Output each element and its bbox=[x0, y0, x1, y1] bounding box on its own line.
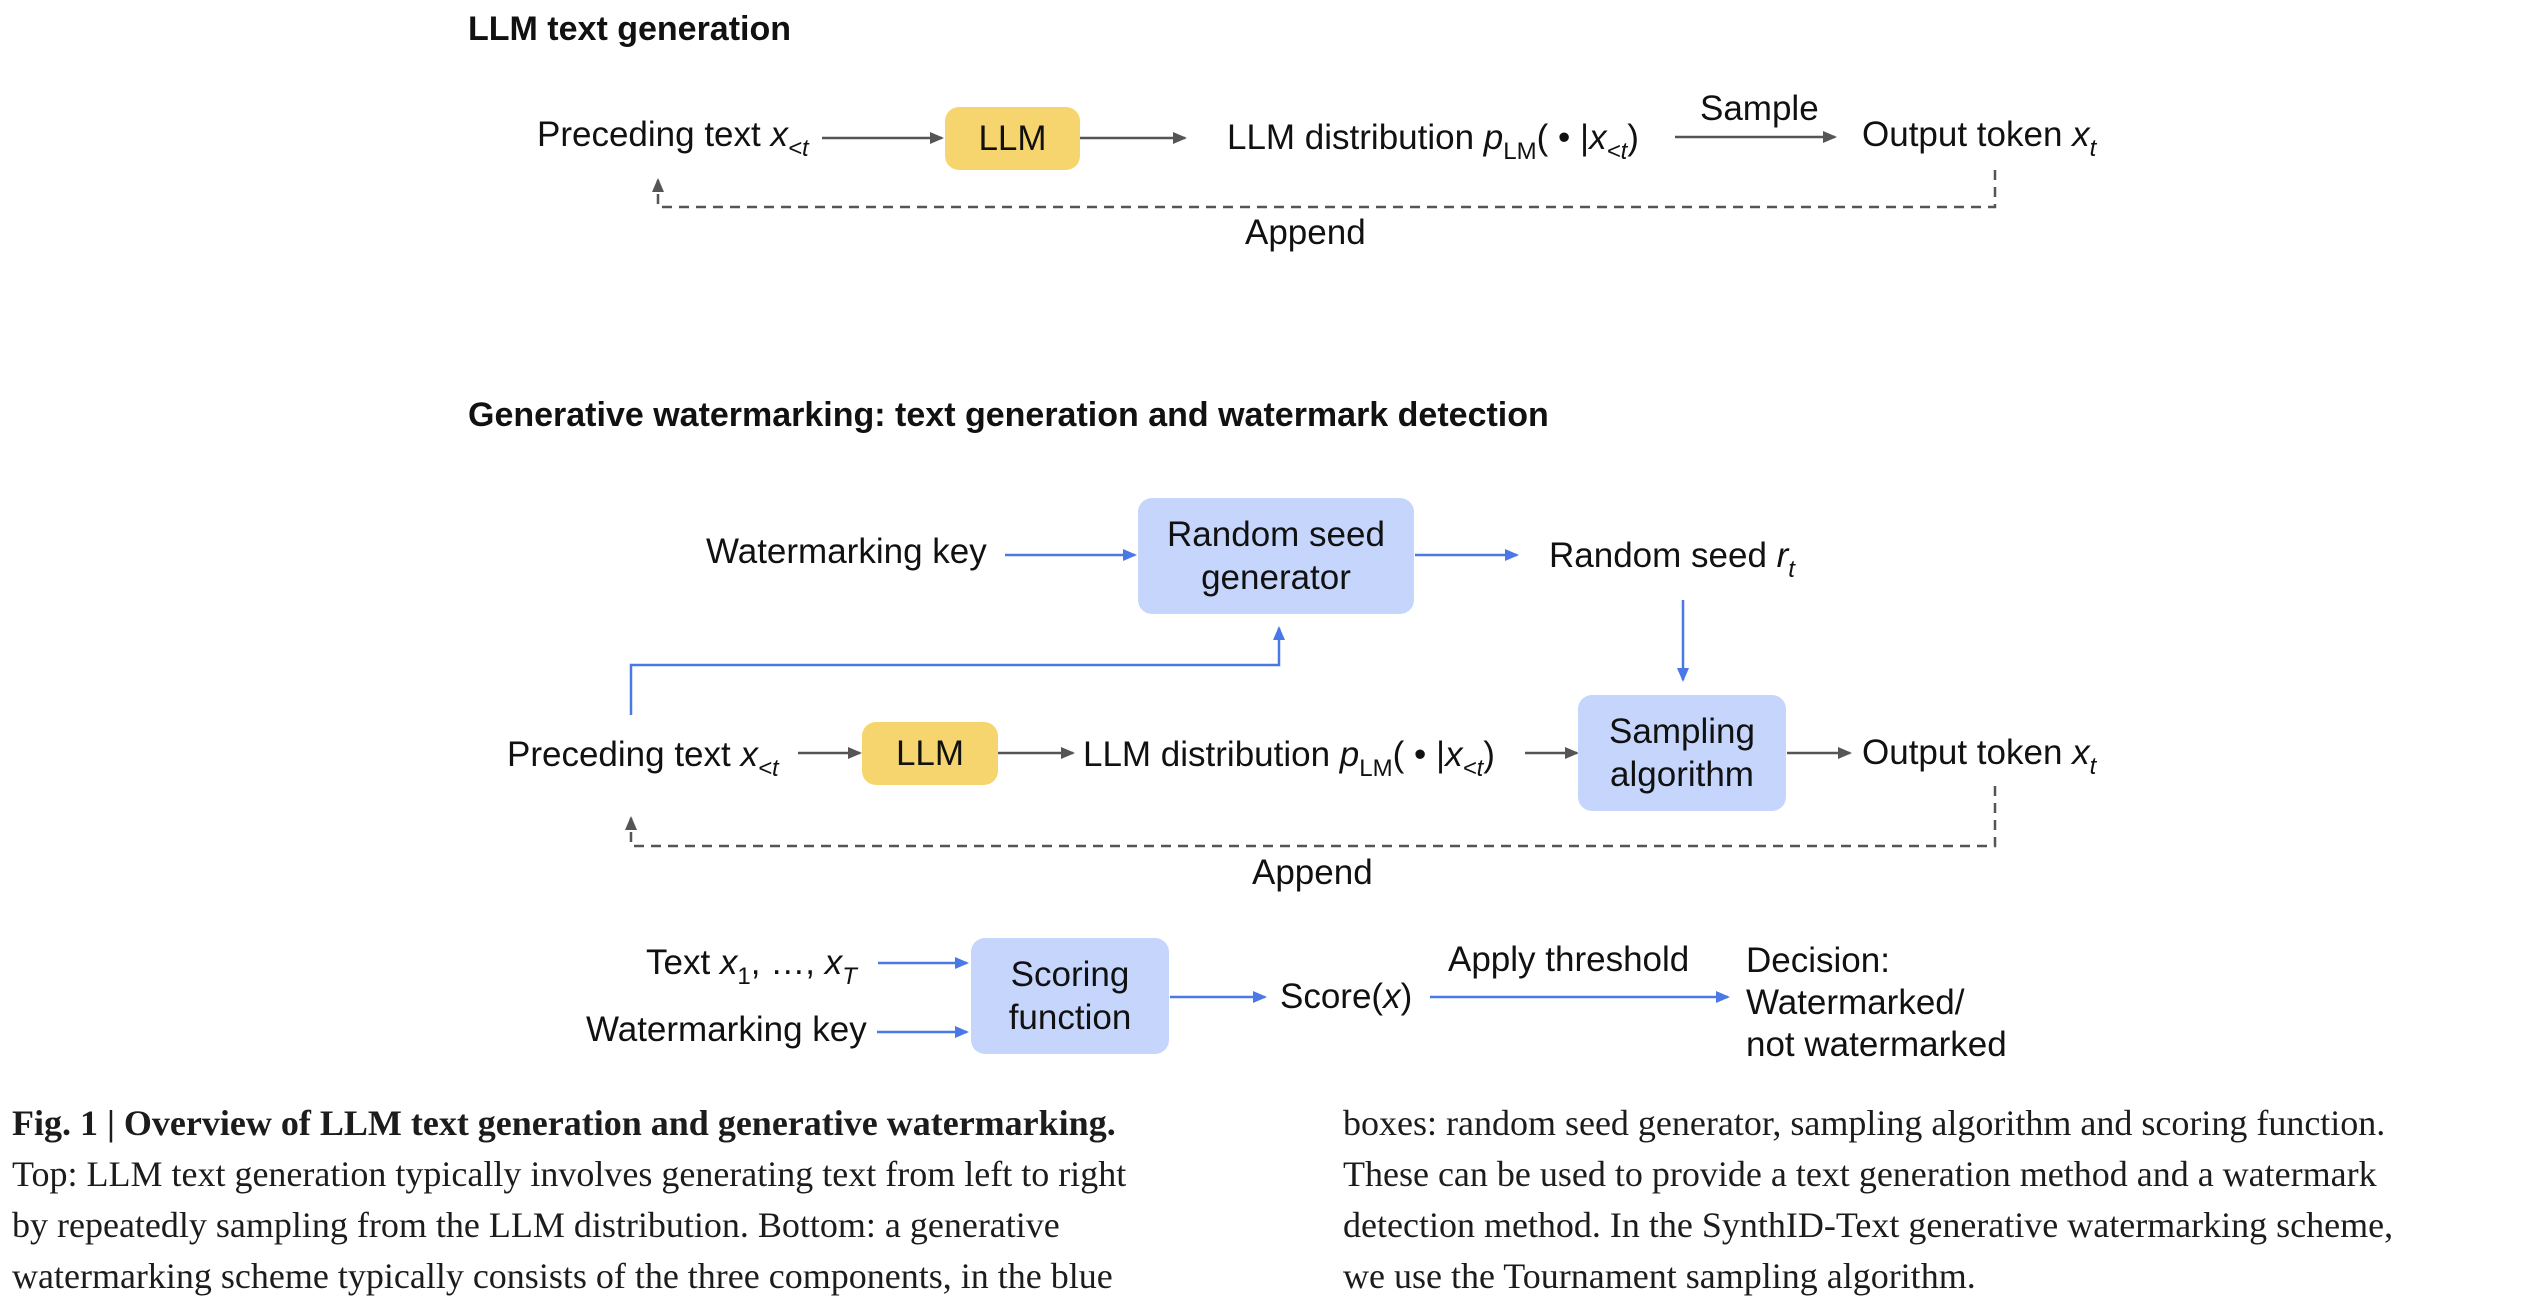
random-seed: Random seed rt bbox=[1549, 536, 1795, 590]
top-distribution-sub-t: <t bbox=[1606, 138, 1628, 165]
detection-x1: x bbox=[719, 943, 738, 982]
detection-ellipsis: , …, bbox=[750, 943, 825, 982]
caption-right-line: we use the Tournament sampling algorithm… bbox=[1343, 1256, 1976, 1296]
sampling-algorithm-box: Sampling algorithm bbox=[1578, 695, 1786, 811]
bottom-output-label: Output token bbox=[1862, 733, 2073, 772]
score-x: x bbox=[1383, 977, 1401, 1016]
top-distribution-label: LLM distribution bbox=[1227, 118, 1484, 157]
bottom-distribution-dot: ( • | bbox=[1392, 735, 1446, 774]
caption-right-column: boxes: random seed generator, sampling a… bbox=[1343, 1098, 2523, 1302]
top-distribution-dot: ( • | bbox=[1536, 118, 1590, 157]
top-output-x: x bbox=[2072, 115, 2090, 154]
top-preceding-sub: <t bbox=[787, 135, 809, 162]
watermarking-key-detection: Watermarking key bbox=[586, 1010, 867, 1049]
bottom-distribution-sub-t: <t bbox=[1462, 755, 1484, 782]
top-output-token: Output token xt bbox=[1862, 115, 2096, 169]
bottom-llm-distribution: LLM distribution pLM( • |x<t) bbox=[1083, 735, 1495, 789]
caption-left-column: Fig. 1 | Overview of LLM text generation… bbox=[12, 1098, 1302, 1302]
bottom-preceding-text: Preceding text x<t bbox=[507, 735, 779, 789]
decision-block: Decision: Watermarked/ not watermarked bbox=[1746, 940, 2007, 1066]
watermarking-key-top: Watermarking key bbox=[706, 532, 987, 571]
decision-line-2: Watermarked/ bbox=[1746, 983, 1965, 1022]
bottom-distribution-p: p bbox=[1339, 735, 1360, 774]
sampling-algorithm-label: Sampling algorithm bbox=[1609, 712, 1755, 794]
bottom-output-token: Output token xt bbox=[1862, 733, 2096, 787]
score-close: ) bbox=[1400, 977, 1413, 1016]
arrow-top-append bbox=[652, 170, 1997, 209]
arrow-preceding-to-seed-generator bbox=[629, 626, 1285, 715]
bottom-distribution-sub-lm: LM bbox=[1359, 755, 1393, 782]
top-llm-box: LLM bbox=[945, 107, 1080, 170]
top-output-label: Output token bbox=[1862, 115, 2073, 154]
top-append-label: Append bbox=[1245, 213, 1366, 252]
top-heading: LLM text generation bbox=[468, 10, 792, 48]
caption-left-line: by repeatedly sampling from the LLM dist… bbox=[12, 1205, 1060, 1245]
detection-xT: x bbox=[824, 943, 843, 982]
top-distribution-close: ) bbox=[1627, 118, 1639, 157]
top-preceding-x: x bbox=[770, 115, 788, 154]
apply-threshold-label: Apply threshold bbox=[1448, 940, 1690, 979]
bottom-output-sub: t bbox=[2089, 753, 2097, 780]
score-label: Score( bbox=[1280, 977, 1384, 1016]
detection-text-label: Text bbox=[646, 943, 720, 982]
top-preceding-text: Preceding text x<t bbox=[537, 115, 809, 169]
top-distribution-x: x bbox=[1589, 118, 1607, 157]
decision-line-3: not watermarked bbox=[1746, 1025, 2007, 1064]
caption-right-line: boxes: random seed generator, sampling a… bbox=[1343, 1103, 2386, 1143]
caption-right-line: These can be used to provide a text gene… bbox=[1343, 1154, 2377, 1194]
figure-label: Fig. 1 | Overview of LLM text generation… bbox=[12, 1103, 1116, 1143]
score-output: Score(x) bbox=[1280, 977, 1412, 1017]
detection-text: Text x1, …, xT bbox=[646, 943, 857, 997]
bottom-heading: Generative watermarking: text generation… bbox=[468, 396, 1549, 434]
top-distribution-p: p bbox=[1483, 118, 1504, 157]
top-sample-label: Sample bbox=[1700, 89, 1819, 128]
scoring-function-box: Scoring function bbox=[971, 938, 1169, 1054]
detection-sub-T: T bbox=[842, 963, 857, 990]
detection-sub-1: 1 bbox=[737, 963, 751, 990]
bottom-llm-label: LLM bbox=[895, 734, 965, 773]
random-seed-generator-label: Random seed generator bbox=[1167, 515, 1385, 597]
bottom-preceding-sub: <t bbox=[757, 755, 779, 782]
random-seed-r: r bbox=[1776, 536, 1789, 575]
top-distribution-sub-lm: LM bbox=[1503, 138, 1537, 165]
bottom-preceding-x: x bbox=[740, 735, 758, 774]
top-output-sub: t bbox=[2089, 135, 2097, 162]
top-llm-distribution: LLM distribution pLM( • |x<t) bbox=[1227, 118, 1639, 172]
caption-left-line: watermarking scheme typically consists o… bbox=[12, 1256, 1113, 1296]
scoring-function-label: Scoring function bbox=[1008, 955, 1132, 1037]
arrow-bottom-append bbox=[625, 786, 1997, 848]
caption-right-line: detection method. In the SynthID-Text ge… bbox=[1343, 1205, 2394, 1245]
random-seed-sub: t bbox=[1788, 556, 1795, 583]
top-llm-label: LLM bbox=[978, 119, 1047, 158]
bottom-preceding-label: Preceding text bbox=[507, 735, 741, 774]
bottom-llm-box: LLM bbox=[862, 722, 998, 785]
caption-left-line: Top: LLM text generation typically invol… bbox=[12, 1154, 1127, 1194]
random-seed-generator-box: Random seed generator bbox=[1138, 498, 1414, 614]
bottom-append-label: Append bbox=[1252, 853, 1373, 892]
bottom-distribution-x: x bbox=[1445, 735, 1463, 774]
bottom-distribution-label: LLM distribution bbox=[1083, 735, 1340, 774]
random-seed-label: Random seed bbox=[1549, 536, 1777, 575]
bottom-output-x: x bbox=[2072, 733, 2090, 772]
decision-line-1: Decision: bbox=[1746, 941, 1890, 980]
top-preceding-text-label: Preceding text bbox=[537, 115, 771, 154]
bottom-distribution-close: ) bbox=[1483, 735, 1495, 774]
